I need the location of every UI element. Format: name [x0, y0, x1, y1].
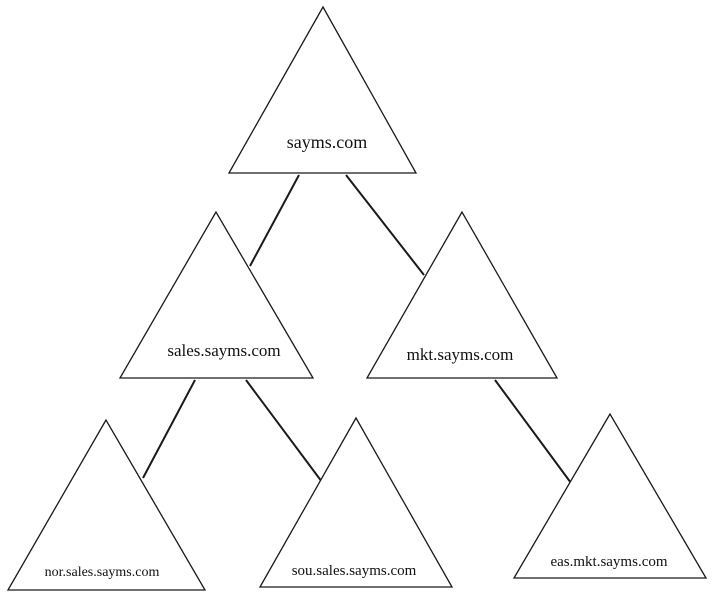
node-mkt-triangle — [365, 210, 559, 379]
node-sou-triangle — [258, 416, 454, 588]
node-sales-triangle — [118, 210, 315, 379]
node-root-label: sayms.com — [287, 132, 368, 152]
node-sou-label: sou.sales.sayms.com — [292, 563, 417, 579]
node-nor-label: nor.sales.sayms.com — [45, 565, 160, 580]
node-sales: sales.sayms.com — [118, 210, 315, 379]
node-sales-label: sales.sayms.com — [167, 341, 280, 360]
node-mkt: mkt.sayms.com — [365, 210, 559, 379]
node-mkt-label: mkt.sayms.com — [407, 345, 514, 364]
node-root-triangle — [227, 5, 418, 174]
edge-sales-nor — [142, 379, 196, 479]
node-sou: sou.sales.sayms.com — [258, 416, 454, 588]
edge-root-sales — [249, 174, 300, 267]
edge-sales-sou — [245, 379, 323, 483]
edge-mkt-eas — [494, 379, 572, 484]
node-eas-label: eas.mkt.sayms.com — [550, 554, 667, 570]
node-eas-triangle — [512, 412, 708, 579]
node-nor: nor.sales.sayms.com — [6, 418, 207, 591]
node-eas: eas.mkt.sayms.com — [512, 412, 708, 579]
node-root: sayms.com — [227, 5, 418, 174]
edge-root-mkt — [345, 174, 425, 276]
node-nor-triangle — [6, 418, 207, 591]
